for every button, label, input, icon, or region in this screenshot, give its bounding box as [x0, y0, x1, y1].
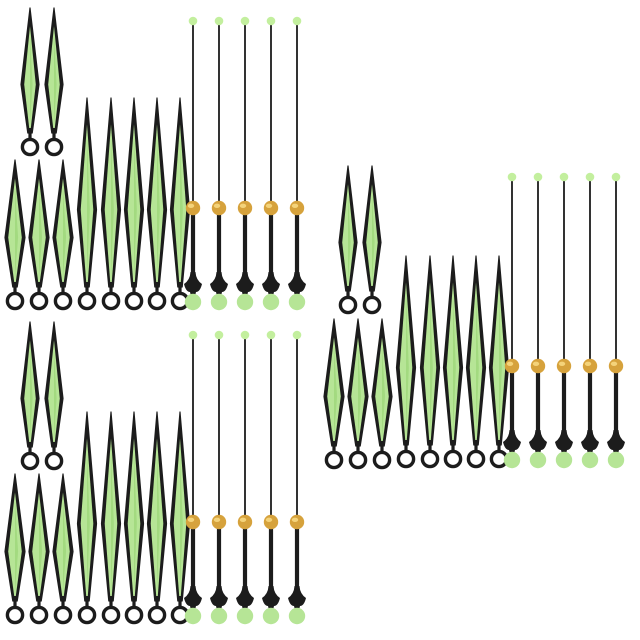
minute-hand-long [465, 255, 487, 469]
minute-hand-short [347, 318, 369, 470]
second-hand [236, 330, 254, 625]
second-hand [262, 330, 280, 625]
second-hand [236, 16, 254, 311]
second-hand [184, 16, 202, 311]
hour-hand [44, 7, 64, 157]
set-bottom-left [4, 321, 306, 625]
minute-hand-short [323, 318, 345, 470]
second-hand [529, 172, 547, 469]
minute-hand-long [395, 255, 417, 469]
second-hand [262, 16, 280, 311]
minute-hand-long [169, 411, 191, 625]
minute-hand-long [76, 411, 98, 625]
set-right [323, 165, 625, 470]
second-hand [581, 172, 599, 469]
second-hand [210, 330, 228, 625]
minute-hand-long [442, 255, 464, 469]
minute-hand-long [123, 97, 145, 311]
hour-hand [362, 165, 382, 315]
hour-hand [20, 7, 40, 157]
minute-hand-short [52, 473, 74, 625]
minute-hand-long [100, 97, 122, 311]
second-hand [288, 16, 306, 311]
second-hand [503, 172, 521, 469]
minute-hand-long [76, 97, 98, 311]
minute-hand-short [52, 159, 74, 311]
hour-hand [338, 165, 358, 315]
minute-hand-long [419, 255, 441, 469]
minute-hand-long [100, 411, 122, 625]
hour-hand [20, 321, 40, 471]
minute-hand-long [488, 255, 510, 469]
second-hand [184, 330, 202, 625]
minute-hand-short [28, 159, 50, 311]
minute-hand-long [146, 411, 168, 625]
minute-hand-short [28, 473, 50, 625]
hour-hand [44, 321, 64, 471]
minute-hand-short [4, 473, 26, 625]
minute-hand-long [169, 97, 191, 311]
minute-hand-short [371, 318, 393, 470]
second-hand [210, 16, 228, 311]
second-hand [555, 172, 573, 469]
minute-hand-long [146, 97, 168, 311]
set-top-left [4, 7, 306, 311]
minute-hand-short [4, 159, 26, 311]
second-hand [288, 330, 306, 625]
second-hand [607, 172, 625, 469]
minute-hand-long [123, 411, 145, 625]
